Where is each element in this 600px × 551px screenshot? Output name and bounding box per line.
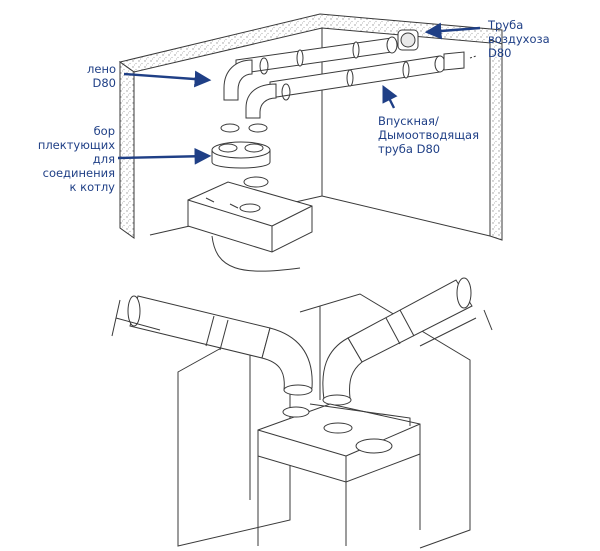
left-elbow (261, 327, 313, 396)
air-intake-pipe (235, 29, 419, 75)
right-wall (489, 39, 503, 241)
flue-pipe (269, 51, 477, 99)
left-wall (119, 61, 135, 239)
top-diagram (118, 13, 503, 272)
kit-arrow (117, 147, 212, 165)
bottom-diagram (111, 277, 493, 549)
air-pipe-label: Труба воздухоза D80 (488, 18, 550, 60)
boiler-top (187, 181, 313, 272)
callout-arrows (117, 22, 481, 165)
left-pipe (111, 295, 271, 359)
elbow-label: лено D80 (87, 62, 116, 90)
right-elbow (322, 337, 363, 406)
connection-kit-label: бор плектующих для соединения к котлу (37, 124, 115, 194)
boiler-bottom (257, 403, 421, 546)
elbow-upper (223, 57, 269, 101)
elbow-arrow (123, 70, 212, 88)
elbow-lower (245, 83, 291, 119)
inlet-flue-pipe-label: Впускная/ Дымоотводящая труба D80 (378, 114, 479, 156)
air-pipe-arrow (424, 22, 481, 40)
inlet-flue-arrow (382, 84, 398, 109)
connection-kit (211, 123, 271, 188)
